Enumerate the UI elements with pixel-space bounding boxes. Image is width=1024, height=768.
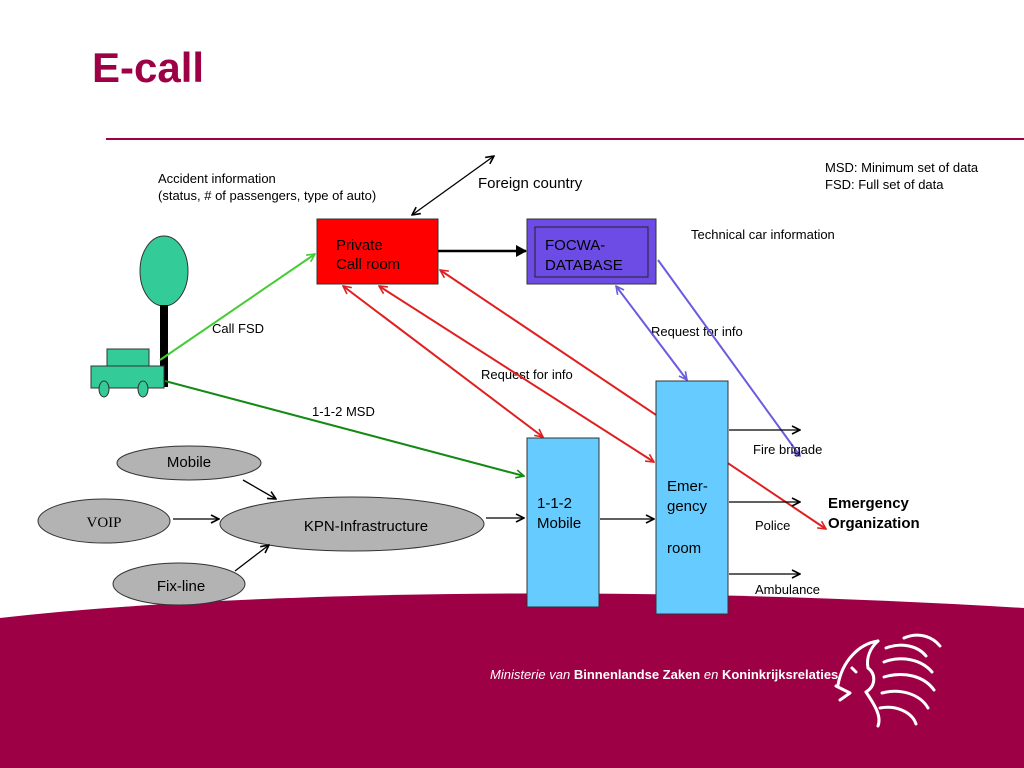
- arrow-mobile-kpn: [242, 479, 276, 499]
- ministry-name: Ministerie van Binnenlandse Zaken en Kon…: [490, 667, 838, 682]
- accident-info-label: Accident information: [158, 171, 276, 186]
- focwa-database-box: FOCWA- DATABASE: [526, 218, 657, 285]
- arrow-foreign-country: [412, 156, 494, 215]
- emergency-room-line2: gency: [667, 498, 708, 515]
- voip-label: VOIP: [86, 515, 121, 531]
- focwa-database-line2: DATABASE: [545, 257, 623, 274]
- legend-fsd: FSD: Full set of data: [825, 177, 944, 192]
- accident-info-detail: (status, # of passengers, type of auto): [158, 188, 376, 203]
- fix-line-label: Fix-line: [157, 578, 205, 595]
- mobile-112-box: 1-1-2 Mobile: [526, 437, 600, 608]
- emergency-room-line3: room: [667, 540, 701, 557]
- technical-car-info-label: Technical car information: [691, 227, 835, 242]
- footer-band: [0, 593, 1024, 768]
- private-call-room-line1: Private: [336, 237, 383, 254]
- arrow-fixline-kpn: [234, 545, 269, 572]
- ministry-name-part4: en: [704, 667, 722, 682]
- emergency-room-line1: Emer-: [667, 478, 708, 495]
- arrow-callroom-emergencyroom: [379, 286, 654, 462]
- fix-line-oval: Fix-line: [112, 562, 246, 606]
- mobile-oval: Mobile: [116, 445, 262, 481]
- kpn-infrastructure-oval: KPN-Infrastructure: [219, 496, 485, 552]
- arrow-call-fsd: [159, 254, 315, 361]
- fire-brigade-label: Fire brigade: [753, 442, 822, 457]
- emergency-org-line1: Emergency: [828, 495, 910, 512]
- police-label: Police: [755, 518, 790, 533]
- foreign-country-label: Foreign country: [478, 175, 583, 192]
- ambulance-label: Ambulance: [755, 582, 820, 597]
- voip-oval: VOIP: [37, 498, 171, 544]
- page-title: E-call: [92, 44, 204, 91]
- kpn-infrastructure-label: KPN-Infrastructure: [304, 518, 428, 535]
- mobile-112-line1: 1-1-2: [537, 495, 572, 512]
- arrow-callroom-emergencyorg: [440, 270, 826, 529]
- request-info-label-purple: Request for info: [651, 324, 743, 339]
- mobile-112-line2: Mobile: [537, 515, 581, 532]
- msd-112-label: 1-1-2 MSD: [312, 404, 375, 419]
- call-fsd-label: Call FSD: [212, 321, 264, 336]
- car-icon: [90, 235, 189, 398]
- ministry-name-part2: van: [549, 667, 574, 682]
- focwa-database-line1: FOCWA-: [545, 237, 605, 254]
- ministry-name-part1: Ministerie: [490, 667, 549, 682]
- emergency-org-line2: Organization: [828, 515, 920, 532]
- emergency-room-box: Emer- gency room: [655, 380, 729, 615]
- mobile-label: Mobile: [167, 454, 211, 471]
- arrow-database-emergencyroom: [616, 286, 687, 380]
- private-call-room-line2: Call room: [336, 256, 400, 273]
- private-call-room-box: Private Call room: [316, 218, 439, 285]
- legend-msd: MSD: Minimum set of data: [825, 160, 979, 175]
- ministry-name-part5: Koninkrijksrelaties: [722, 667, 838, 682]
- lion-logo-icon: [834, 633, 942, 728]
- arrow-database-firebrigade: [657, 259, 800, 456]
- ministry-name-part3: Binnenlandse Zaken: [574, 667, 704, 682]
